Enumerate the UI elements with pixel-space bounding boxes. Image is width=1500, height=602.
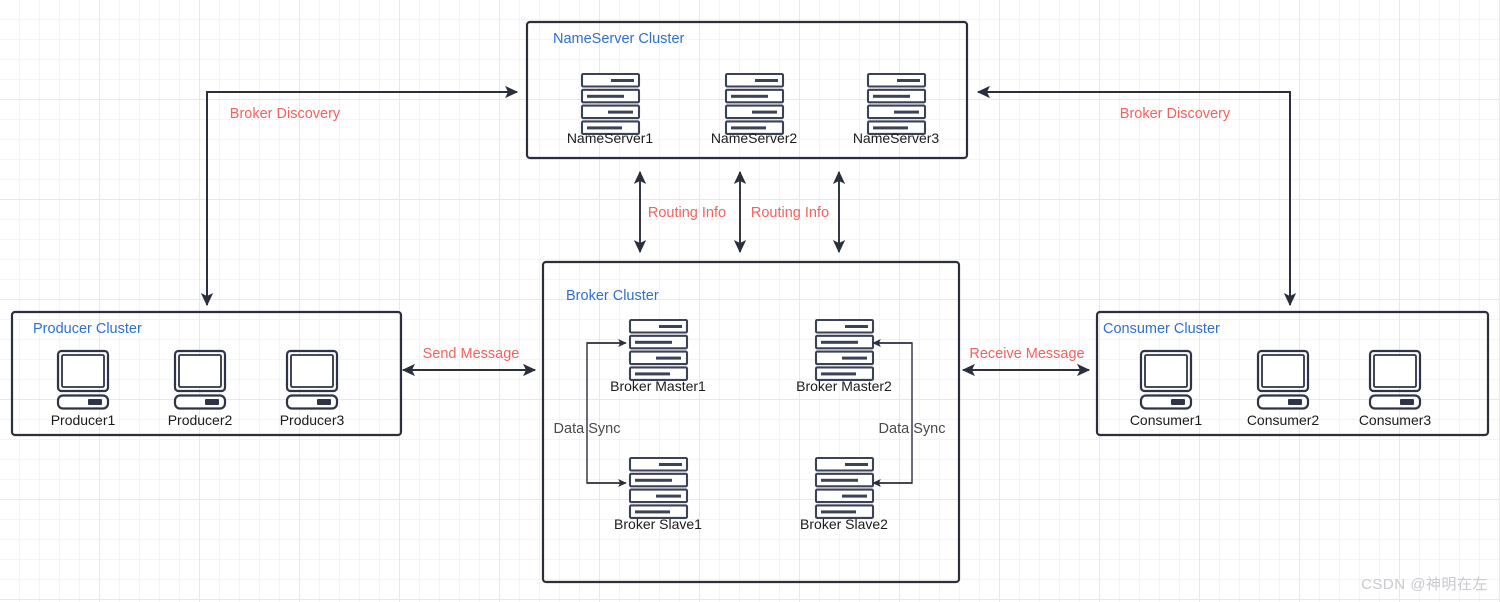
node-producer3[interactable]: Producer3 bbox=[280, 349, 345, 428]
node-consumer2[interactable]: Consumer2 bbox=[1247, 349, 1320, 428]
edge-data-sync-left[interactable]: Data Sync bbox=[554, 338, 627, 488]
computer-icon bbox=[173, 349, 227, 410]
node-broker-slave2[interactable]: Broker Slave2 bbox=[800, 456, 888, 532]
watermark: CSDN @神明在左 bbox=[1361, 576, 1488, 593]
edge-label: Data Sync bbox=[554, 421, 621, 437]
node-label: Broker Master1 bbox=[610, 378, 706, 394]
computer-icon bbox=[56, 349, 110, 410]
nameserver-cluster-box[interactable] bbox=[525, 20, 969, 160]
node-broker-master2[interactable]: Broker Master2 bbox=[796, 318, 892, 394]
edge-label: Broker Discovery bbox=[230, 106, 341, 122]
edge-broker-discovery-left[interactable]: Broker Discovery bbox=[200, 85, 519, 307]
node-label: NameServer2 bbox=[711, 130, 798, 146]
nameserver-cluster-title: NameServer Cluster bbox=[553, 31, 685, 47]
node-consumer1[interactable]: Consumer1 bbox=[1130, 349, 1203, 428]
node-nameserver2[interactable]: NameServer2 bbox=[711, 72, 798, 146]
node-producer2[interactable]: Producer2 bbox=[168, 349, 233, 428]
edge-label: Receive Message bbox=[969, 346, 1084, 362]
node-label: Broker Slave2 bbox=[800, 516, 888, 532]
edge-broker-discovery-right[interactable]: Broker Discovery bbox=[976, 85, 1297, 307]
node-label: Broker Slave1 bbox=[614, 516, 702, 532]
node-label: Broker Master2 bbox=[796, 378, 892, 394]
node-nameserver3[interactable]: NameServer3 bbox=[853, 72, 940, 146]
node-label: Consumer1 bbox=[1130, 412, 1203, 428]
node-label: Producer2 bbox=[168, 412, 233, 428]
node-label: Consumer2 bbox=[1247, 412, 1320, 428]
producer-cluster-title: Producer Cluster bbox=[33, 321, 142, 337]
edge-label-routing-info-left: Routing Info bbox=[648, 205, 726, 221]
consumer-cluster-box[interactable] bbox=[1095, 310, 1490, 437]
computer-icon bbox=[285, 349, 339, 410]
broker-cluster-title: Broker Cluster bbox=[566, 288, 659, 304]
node-label: NameServer3 bbox=[853, 130, 940, 146]
computer-icon bbox=[1256, 349, 1310, 410]
node-label: Consumer3 bbox=[1359, 412, 1432, 428]
node-consumer3[interactable]: Consumer3 bbox=[1359, 349, 1432, 428]
edge-send-message[interactable]: Send Message bbox=[401, 346, 537, 377]
node-label: Producer1 bbox=[51, 412, 116, 428]
node-label: NameServer1 bbox=[567, 130, 654, 146]
node-broker-slave1[interactable]: Broker Slave1 bbox=[614, 456, 702, 532]
edge-label: Broker Discovery bbox=[1120, 106, 1231, 122]
computer-icon bbox=[1368, 349, 1422, 410]
node-label: Producer3 bbox=[280, 412, 345, 428]
consumer-cluster-title: Consumer Cluster bbox=[1103, 321, 1220, 337]
broker-cluster-box[interactable] bbox=[541, 260, 961, 584]
edge-label: Data Sync bbox=[879, 421, 946, 437]
computer-icon bbox=[1139, 349, 1193, 410]
edge-data-sync-right[interactable]: Data Sync bbox=[872, 338, 946, 488]
node-nameserver1[interactable]: NameServer1 bbox=[567, 72, 654, 146]
node-producer1[interactable]: Producer1 bbox=[51, 349, 116, 428]
edge-label-routing-info-right: Routing Info bbox=[751, 205, 829, 221]
producer-cluster-box[interactable] bbox=[10, 310, 403, 437]
node-broker-master1[interactable]: Broker Master1 bbox=[610, 318, 706, 394]
edge-receive-message[interactable]: Receive Message bbox=[961, 346, 1091, 377]
edge-label: Send Message bbox=[423, 346, 520, 362]
